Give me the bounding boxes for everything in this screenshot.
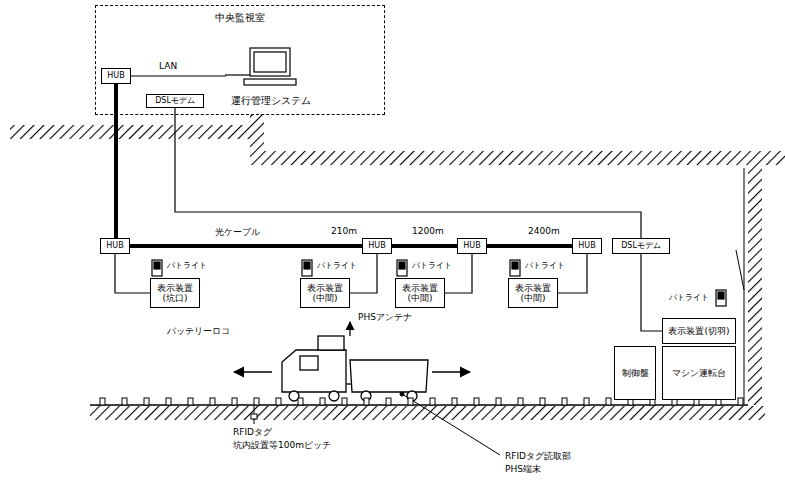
rfid-tag — [584, 398, 589, 405]
patlite-label: パトライト — [411, 261, 453, 270]
rfid-tag — [298, 398, 303, 405]
connector-label: 光ケーブル — [214, 227, 261, 237]
rfid-tag — [452, 398, 457, 405]
hub-box: HUB — [572, 238, 602, 254]
signal-line — [558, 254, 587, 293]
distance-label: 1200m — [411, 226, 445, 236]
pc-icon — [225, 48, 296, 85]
node-text: HUB — [463, 241, 480, 250]
rfid-tag — [540, 398, 545, 405]
display-unit: 表示装置(坑口) — [150, 278, 200, 308]
connector-label: LAN — [158, 61, 178, 71]
rfid-tag — [474, 398, 479, 405]
node-text: 制御盤 — [622, 368, 649, 378]
reader-label: RFIDタグ読取部 — [504, 451, 572, 461]
patlite-label: パトライト — [316, 261, 358, 270]
rfid-tag — [254, 398, 259, 405]
rfid-tag — [430, 398, 435, 405]
patlite-label: パトライト — [524, 261, 566, 270]
signal-line — [350, 254, 377, 293]
node-text: 運行管理システム — [231, 95, 311, 107]
monitoring-room: 中央監視室 HUB 運行管理システム DSLモデム — [95, 5, 385, 115]
optical-cable — [392, 244, 457, 248]
rfid-tag — [144, 398, 149, 405]
control-panel: 制御盤 — [614, 346, 656, 400]
signal-line — [115, 254, 150, 293]
rfid-tag — [342, 398, 347, 405]
hub-box: HUB — [362, 238, 392, 254]
rfid-tag-note: 坑内設置等100mピッチ — [232, 440, 332, 450]
node-text: 表示装置(坑口) — [153, 283, 197, 304]
hub-box: HUB — [100, 238, 130, 254]
display-unit: 表示装置(中間) — [300, 278, 350, 308]
rfid-tag — [100, 398, 105, 405]
node-text: 表示装置(中間) — [398, 283, 442, 304]
node-text: 表示装置(中間) — [511, 283, 555, 304]
signal-line — [175, 108, 641, 238]
rfid-tag — [166, 398, 171, 405]
distance-label: 210m — [330, 226, 358, 236]
node-text: DSLモデム — [621, 241, 661, 250]
dsl-modem: DSLモデム — [612, 238, 670, 254]
node-text: HUB — [368, 241, 385, 250]
node-text: DSLモデム — [155, 96, 195, 105]
rfid-tag-label: RFIDタグ — [232, 427, 273, 437]
node-text: HUB — [107, 71, 124, 80]
optical-cable — [130, 244, 362, 248]
node-text: マシン運転台 — [672, 368, 726, 378]
node-text: HUB — [106, 241, 123, 250]
signal-line — [131, 75, 226, 76]
rfid-tag — [738, 398, 743, 405]
display-unit: 表示装置(切羽) — [662, 318, 736, 344]
node-text: 中央監視室 — [215, 12, 265, 24]
antenna-label: PHSアンテナ — [357, 312, 413, 322]
node-text: 表示装置(中間) — [303, 283, 347, 304]
hub-box: HUB — [101, 68, 131, 84]
locomotive-label: バッテリーロコ — [166, 326, 231, 336]
rfid-tag — [562, 398, 567, 405]
rfid-tag — [364, 398, 369, 405]
rfid-tag — [606, 398, 611, 405]
node-text: 表示装置(切羽) — [668, 326, 729, 336]
node-text: HUB — [578, 241, 595, 250]
optical-cable — [487, 244, 572, 248]
rfid-tag — [518, 398, 523, 405]
rfid-tag — [210, 398, 215, 405]
display-unit: 表示装置(中間) — [508, 278, 558, 308]
signal-line — [445, 254, 472, 293]
rfid-tag — [408, 398, 413, 405]
hub-box: HUB — [457, 238, 487, 254]
battery-locomotive — [234, 322, 470, 401]
rfid-tag — [496, 398, 501, 405]
rfid-tag — [232, 398, 237, 405]
distance-label: 2400m — [527, 226, 561, 236]
display-unit: 表示装置(中間) — [395, 278, 445, 308]
rfid-tag — [386, 398, 391, 405]
rfid-tag — [122, 398, 127, 405]
management-terminal: 運行管理システム — [226, 44, 316, 108]
optical-cable — [114, 84, 118, 238]
reader-label: PHS端末 — [504, 464, 542, 474]
rfid-tag — [188, 398, 193, 405]
rfid-tag — [320, 398, 325, 405]
dsl-modem: DSLモデム — [146, 94, 204, 108]
patlite-label: パトライト — [166, 261, 208, 270]
ground-hatch — [10, 115, 785, 420]
patlite-label: パトライト — [668, 293, 710, 302]
signal-line — [641, 254, 662, 331]
rfid-tag — [276, 398, 281, 405]
operator-console: マシン運転台 — [662, 346, 736, 400]
